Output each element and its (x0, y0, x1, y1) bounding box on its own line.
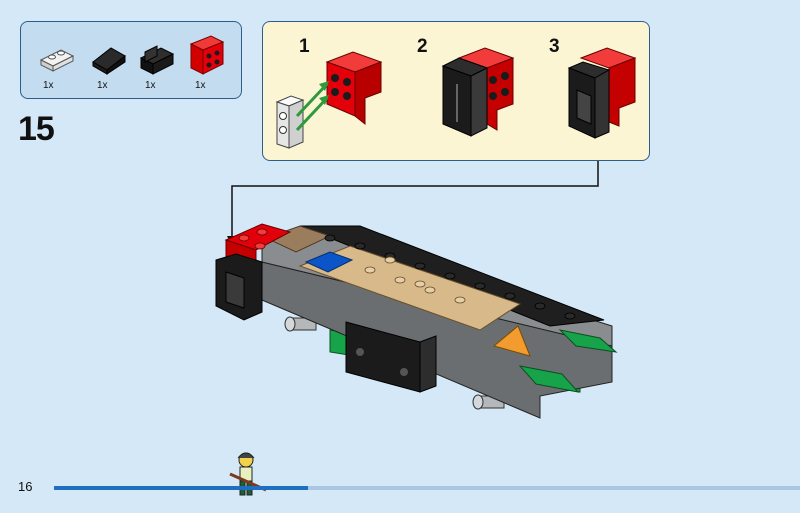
substep-number: 2 (417, 36, 428, 57)
part-quantity: 1x (43, 80, 54, 91)
substep-3-illustration (567, 47, 637, 139)
parts-list-panel: 1x 1x 1x 1x (20, 21, 242, 99)
substep-2-illustration (441, 47, 515, 137)
red-studs (238, 228, 268, 250)
green-front-plate-bottom (518, 365, 580, 393)
rear-axle-pin (284, 316, 317, 332)
light-gray-plate-icon (39, 49, 75, 72)
red-bracket-icon (189, 35, 225, 75)
tan-studs (364, 256, 466, 304)
blue-tile (304, 251, 354, 273)
green-front-plate-top (558, 329, 618, 353)
callout-pointer-line (231, 161, 599, 240)
black-slope-icon (92, 47, 126, 75)
progress-track (54, 486, 800, 490)
orange-wedge (492, 325, 531, 357)
parts-list-item: 1x (33, 30, 83, 96)
substep-1-illustration (275, 51, 383, 149)
step-number: 15 (18, 110, 55, 148)
part-quantity: 1x (145, 80, 156, 91)
substep-number: 1 (299, 36, 310, 57)
parts-list-item: 1x (135, 30, 185, 96)
substep-number: 3 (549, 36, 560, 57)
black-bracket-icon (139, 45, 175, 75)
page-number: 16 (18, 479, 33, 494)
progress-fill (54, 486, 308, 490)
parts-list-item: 1x (87, 30, 137, 96)
part-quantity: 1x (195, 80, 206, 91)
tan-top-plate (298, 245, 522, 331)
parts-list-item: 1x (185, 30, 235, 96)
minifigure-icon (229, 452, 267, 496)
model-assembly-illustration (215, 161, 618, 419)
substeps-callout: 1 2 3 (262, 21, 650, 161)
part-quantity: 1x (97, 80, 108, 91)
